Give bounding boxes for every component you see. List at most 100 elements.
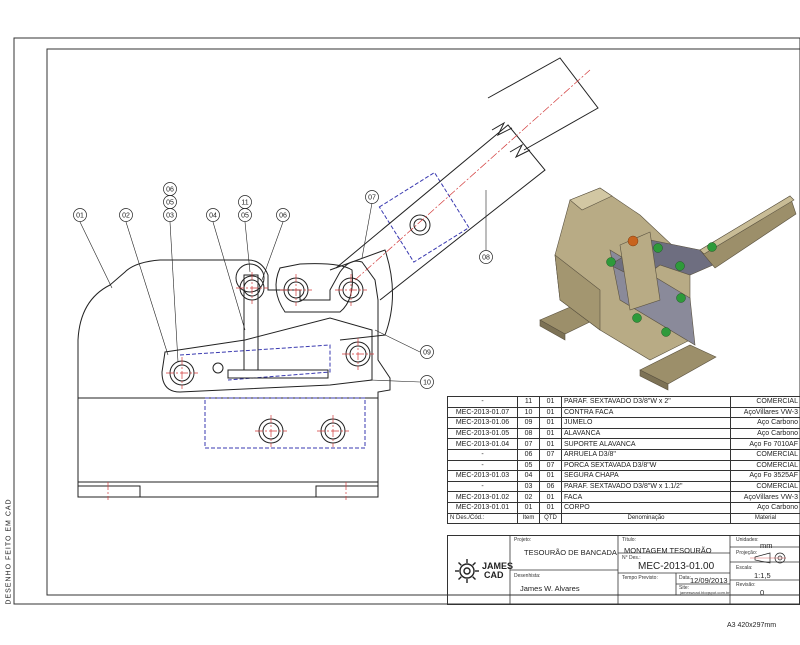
- blade-outline: [162, 318, 372, 392]
- bom-item: 07: [518, 439, 540, 450]
- callout-09: 09: [423, 350, 431, 357]
- callout-04: 04: [209, 213, 217, 220]
- revision-label: Revisão:: [736, 582, 755, 588]
- lever-break-2: [510, 145, 530, 157]
- bom-qty: 01: [540, 418, 562, 429]
- bom-material: AçoVillares VW-3: [731, 492, 800, 503]
- drawn-by-value: James W. Alvares: [520, 584, 580, 593]
- bom-material: Aço Carbono: [731, 418, 800, 429]
- bom-item: 01: [518, 502, 540, 513]
- bom-qty: 06: [540, 481, 562, 492]
- foot-left: [78, 486, 140, 497]
- callout-08: 08: [482, 255, 490, 262]
- lever-end: [488, 58, 598, 150]
- units-value: mm: [760, 541, 773, 550]
- callout-stack-left-2: 05: [166, 200, 174, 207]
- units-label: Unidades:: [736, 537, 759, 543]
- scale-value: 1:1,5: [754, 571, 771, 580]
- bom-item: 04: [518, 471, 540, 482]
- bom-qty: 07: [540, 460, 562, 471]
- projection-label: Projeção:: [736, 550, 757, 556]
- bom-code: -: [448, 449, 518, 460]
- bom-qty: 01: [540, 397, 562, 408]
- bom-material: AçoVillares VW-3: [731, 407, 800, 418]
- bom-material: COMERCIAL: [731, 481, 800, 492]
- bom-item: 03: [518, 481, 540, 492]
- bom-code: -: [448, 481, 518, 492]
- gear-icon: [454, 558, 480, 584]
- blade-hidden: [180, 345, 330, 380]
- callout-07: 07: [368, 195, 376, 202]
- bom-material: COMERCIAL: [731, 460, 800, 471]
- bom-description: PARAF. SEXTAVADO D3/8"W x 2": [562, 397, 731, 408]
- site-value: jameswcad.blogspot.com.br: [680, 590, 730, 595]
- bom-code: MEC-2013-01.02: [448, 492, 518, 503]
- bom-material: Aço Fo 3525AF: [731, 471, 800, 482]
- lever-sleeve-hidden: [379, 173, 469, 263]
- bom-item: 10: [518, 407, 540, 418]
- bom-description: ARRUELA D3/8": [562, 449, 731, 460]
- project-value: TESOURÃO DE BANCADA: [524, 548, 617, 557]
- title-value: MONTAGEM TESOURÃO: [624, 546, 712, 555]
- logo-text-line2: CAD: [482, 571, 513, 580]
- callout-02: 02: [122, 213, 130, 220]
- clamp-plate: [228, 370, 328, 378]
- bom-code: MEC-2013-01.06: [448, 418, 518, 429]
- isometric-render: [540, 188, 796, 390]
- drawn-by-label: Desenhista:: [514, 573, 540, 579]
- bom-code: -: [448, 397, 518, 408]
- bom-code: MEC-2013-01.04: [448, 439, 518, 450]
- bolt-markers: [170, 215, 430, 443]
- bom-item: 05: [518, 460, 540, 471]
- bom-qty: 01: [540, 492, 562, 503]
- callout-stack-mid-2: 05: [241, 213, 249, 220]
- bom-item: 08: [518, 428, 540, 439]
- title-block: JAMES CAD Projeto: TESOURÃO DE BANCADA T…: [447, 535, 800, 605]
- bom-material: COMERCIAL: [731, 449, 800, 460]
- date-value: 12/09/2013: [690, 576, 728, 585]
- bom-description: CORPO: [562, 502, 731, 513]
- bom-item: 11: [518, 397, 540, 408]
- foot-right: [316, 486, 378, 497]
- bom-material: COMERCIAL: [731, 397, 800, 408]
- callout-stack-left-1: 06: [166, 187, 174, 194]
- company-logo: JAMES CAD: [454, 548, 516, 582]
- bom-qty: 01: [540, 471, 562, 482]
- bom-code: MEC-2013-01.05: [448, 428, 518, 439]
- bom-qty: 01: [540, 502, 562, 513]
- time-label: Tempo Previsto:: [622, 575, 658, 581]
- bom-description: PORCA SEXTAVADA D3/8"W: [562, 460, 731, 471]
- title-label: Título:: [622, 537, 636, 543]
- bom-material: Aço Fo 7010AF: [731, 439, 800, 450]
- scale-label: Escala:: [736, 565, 752, 571]
- bom-code: MEC-2013-01.01: [448, 502, 518, 513]
- lever-body: [336, 125, 545, 300]
- revision-value: 0: [760, 588, 764, 597]
- bom-qty: 01: [540, 439, 562, 450]
- bom-material: Aço Carbono: [731, 502, 800, 513]
- bom-description: ALAVANCA: [562, 428, 731, 439]
- bom-description: FACA: [562, 492, 731, 503]
- bom-qty: 07: [540, 449, 562, 460]
- bom-header-material: Material: [731, 513, 800, 524]
- bom-description: PARAF. SEXTAVADO D3/8"W x 1.1/2": [562, 481, 731, 492]
- bom-description: SEGURA CHAPA: [562, 471, 731, 482]
- bom-description: CONTRA FACA: [562, 407, 731, 418]
- bom-header-description: Denominação: [562, 513, 731, 524]
- callout-06: 06: [279, 213, 287, 220]
- bom-description: JUMELO: [562, 418, 731, 429]
- bom-qty: 01: [540, 407, 562, 418]
